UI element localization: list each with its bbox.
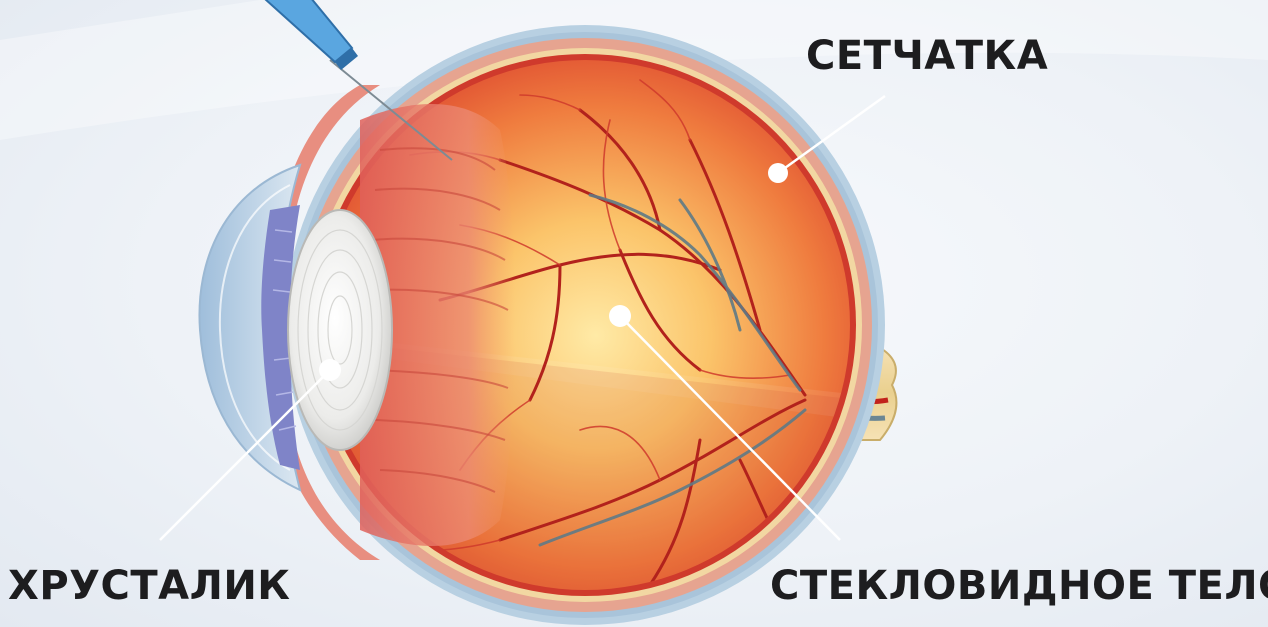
dot-lens <box>319 359 341 381</box>
label-retina: СЕТЧАТКА <box>806 36 1048 76</box>
lens <box>288 210 392 450</box>
dot-vitreous <box>609 305 631 327</box>
label-lens: ХРУСТАЛИК <box>8 566 291 606</box>
label-vitreous-body: СТЕКЛОВИДНОЕ ТЕЛО <box>770 566 1268 606</box>
dot-retina <box>768 163 788 183</box>
